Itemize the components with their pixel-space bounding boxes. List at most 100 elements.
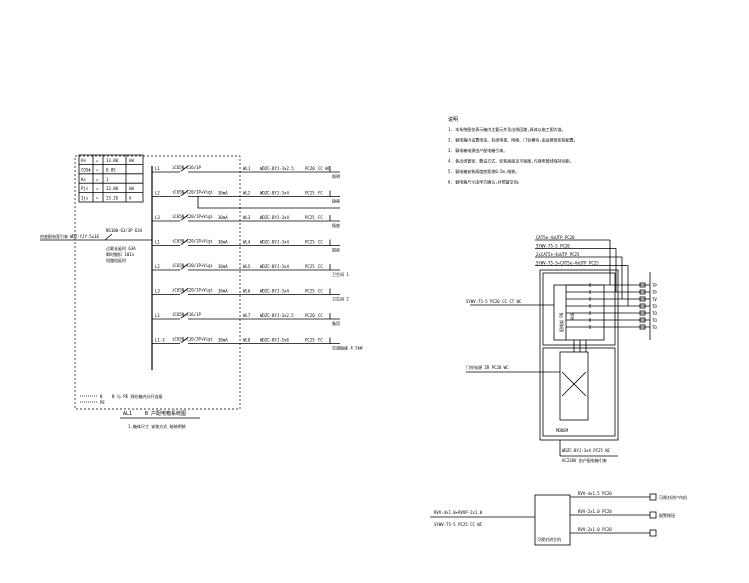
param-name: Kx	[81, 177, 86, 182]
circuit-breaker: iC65N-C20/1P+Vigi	[172, 214, 214, 219]
weak-box-enclosure	[539, 269, 619, 441]
upper-compartment	[542, 272, 616, 346]
main-breaker-label: NS100-63/3P 63A	[106, 228, 143, 233]
circuit-breaker: iC65N-C20/1P+Vigi	[172, 288, 214, 293]
earth-label: PE	[100, 400, 105, 405]
note-item: 2. 弱电箱内设置电话、有线电视、网络、门铃模块,由运营商安装配置。	[448, 137, 578, 143]
param-equals: =	[96, 167, 99, 172]
circuit-conduit: PC25	[305, 338, 315, 343]
terminal-device-icon	[649, 511, 657, 519]
circuit-use: 卫生间 2	[332, 296, 349, 302]
breaker-symbol	[179, 337, 189, 344]
breaker-symbol	[179, 288, 189, 295]
outlet-symbol	[639, 317, 646, 323]
circuit-use: 空调插座 4.5kW	[332, 345, 363, 351]
circuit-phase: L1	[155, 313, 160, 318]
circuit-phase: L1	[155, 240, 160, 245]
circuit-install: CC	[318, 264, 323, 269]
breaker-note-2: 瞬时脱扣 10In	[106, 251, 135, 257]
outlet-label: TO	[652, 304, 657, 309]
param-equals: =	[96, 196, 99, 201]
notes-heading: 说明	[448, 116, 458, 123]
outlet-label: TP	[652, 290, 657, 295]
modem-label: MODEM	[556, 428, 569, 433]
intercom-diagram: 可视对讲主机 RVV-4x1.0+RVVP-2x1.0 SYWV-75-5 PC…	[430, 491, 687, 546]
note-item: 1. 本系统图仅表示箱内主要元件及出线回路,具体以施工图为准。	[448, 126, 566, 132]
circuit-rcd: 30mA	[218, 191, 228, 196]
breaker-note-3: 短路短延时	[106, 257, 126, 263]
outlet-symbol	[639, 303, 646, 309]
circuit-breaker: iC65N-C20/1P+Vigi	[172, 263, 214, 268]
circuit-use: 插座	[332, 222, 340, 228]
circuit-id: WL2	[243, 191, 251, 196]
design-notes: 说明 1. 本系统图仅表示箱内主要元件及出线回路,具体以施工图为准。 2. 弱电箱…	[448, 116, 578, 185]
param-unit: kW	[129, 158, 134, 163]
circuit-conduit: PC20	[305, 166, 315, 171]
circuit-id: WL3	[243, 215, 251, 220]
circuit-breaker: iC65N-C16/3P+Vigi	[172, 337, 214, 342]
top-cable-label: CAT5e-4xUTP PC20	[536, 235, 575, 240]
top-cable-label: 2xCAT5e-4xUTP PC25	[536, 252, 580, 257]
circuit-rcd: 30mA	[218, 289, 228, 294]
circuit-rcd: 30mA	[218, 264, 228, 269]
param-value: 0.85	[106, 167, 116, 172]
param-value: 13.80	[106, 186, 119, 191]
neutral-label: N	[100, 394, 103, 399]
breaker-symbol	[179, 239, 189, 246]
circuit-use: 插座	[332, 198, 340, 204]
intercom-output-cable: RVV-2x1.0 PC20	[578, 509, 612, 514]
circuit-id: WL8	[243, 338, 251, 343]
bottom-power-note: AC220V 由户配电箱引来	[562, 457, 607, 463]
note-item: 4. 各出线管径、敷设方式、安装高度见平面图,与强电管线保持间距。	[448, 158, 574, 164]
circuit-install: CC	[318, 240, 323, 245]
modem-box	[559, 351, 589, 421]
outlet-label: TO	[652, 325, 657, 330]
param-equals: =	[96, 177, 99, 182]
intercom-box-label: 可视对讲主机	[537, 536, 561, 542]
intercom-output-cable: RVV-4x1.5 PC20	[578, 491, 612, 496]
circuit-id: WL6	[243, 289, 251, 294]
circuit-cable: WDZC-BYJ-3x2.5	[260, 313, 294, 318]
circuit-use: 厨房	[332, 247, 340, 253]
breaker-symbol	[179, 214, 189, 222]
circuit-install: CC	[318, 313, 323, 318]
circuit-breaker: iC65N-C20/1P+Vigi	[172, 239, 214, 244]
doorbell-label: 门铃电源 ZR PC20 WC	[466, 364, 509, 370]
outlet-symbol	[639, 296, 646, 302]
circuit-id: WL4	[243, 240, 251, 245]
param-name: Pjs	[81, 186, 89, 191]
circuit-phase: L1-3	[155, 338, 165, 343]
breaker-symbol	[179, 312, 189, 320]
switch-label: HUB	[570, 312, 575, 320]
param-name: Ijs	[81, 196, 89, 201]
breaker-symbol	[179, 165, 189, 173]
circuit-cable: WDZC-BYJ-3x4	[260, 215, 289, 220]
panel-subtitle: 1.箱体尺寸 安装方式 暗装明装	[128, 423, 186, 429]
top-cable-label: SYWV-75-5+CAT5e-4xUTP PC25	[536, 261, 599, 266]
terminal-device-icon	[649, 493, 657, 501]
left-cable-label: SYWV-75-5 PC20 CC CT WC	[466, 299, 522, 304]
note-item: 5. 弱电箱安装高度底距地0.5m,暗装。	[448, 168, 519, 174]
circuit-rcd: 30mA	[218, 215, 228, 220]
breaker-symbol	[179, 190, 189, 197]
incoming-cable-label: WDZ-YJY-5x16	[70, 234, 99, 239]
circuit-install: CC	[318, 289, 323, 294]
circuit-breaker: iC65N-C16/1P	[172, 165, 201, 170]
panel-name: AL1	[123, 411, 132, 417]
circuit-cable: WDZC-BYJ-3x2.5	[260, 166, 294, 171]
circuit-conduit: PC20	[305, 313, 315, 318]
circuit-use: 照明	[332, 174, 340, 179]
top-cable-label: SYWV-75-5 PC20	[536, 244, 570, 249]
circuit-cable: WDZC-BYJ-3x4	[260, 289, 289, 294]
patch-panel-label: 配线架 PB	[558, 312, 564, 332]
param-name: COSΦ	[81, 167, 91, 172]
